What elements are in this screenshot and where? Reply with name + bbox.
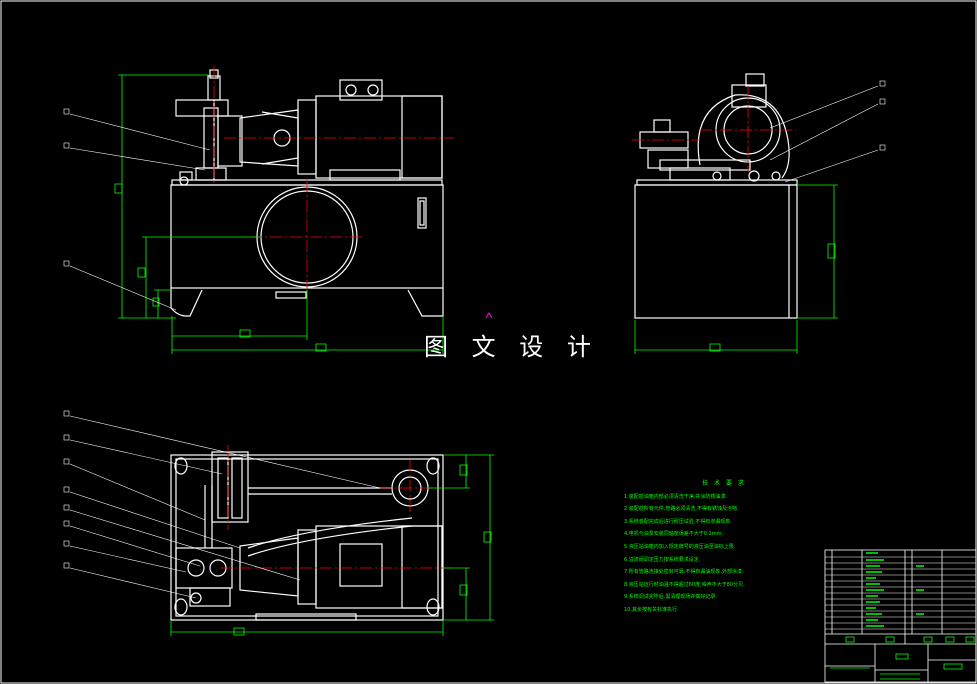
front-leaders [63,108,211,311]
top-view [170,451,444,621]
note-line: 1.装配前油箱内部必须清洗干净,并涂防锈油漆. [624,493,727,500]
top-leaders [63,410,381,599]
front-pump [217,115,243,167]
note-line: 5.液压站油箱内加入规定牌号的液压油至油标上限. [624,543,736,550]
note-line: 4.电机与油泵安装同轴度误差不大于0.1mm. [624,531,724,538]
note-line: 6.溢流阀调定压力按系统要求设定. [624,556,701,563]
title-block [824,549,977,683]
top-dimensions [170,454,494,636]
front-sight-glass [417,197,427,229]
watermark-text: 图 文 设 计 [424,333,599,361]
side-motor-shroud [697,94,790,179]
bom-rows [825,556,976,630]
note-line: 8.液压站运行时油温不得超过60度,噪声不大于80分贝. [624,581,745,588]
note-line: 9.系统调试完毕后,需清理现场并做好记录. [624,594,717,601]
note-line: 7.所有管路连接处密封可靠,不得有漏油现象,外部涂漆. [624,569,744,576]
technical-requirements-title: 技 术 要 求 [702,480,746,487]
front-drain [275,291,307,299]
side-view [634,73,798,319]
bom-entries [866,552,924,627]
front-right-foot [407,288,444,317]
front-left-foot [170,288,203,317]
side-centerlines [632,86,796,172]
side-tank [634,184,798,319]
technical-requirements: 技 术 要 求 1.装配前油箱内部必须清洗干净,并涂防锈油漆. 2.装配前所有元… [624,478,824,617]
front-dimensions [114,74,444,354]
title-block-fields [830,636,975,680]
front-valve-stack [175,99,229,117]
front-motor-junction [339,79,383,101]
origin-marker [485,312,493,319]
front-motor-body [315,95,443,179]
top-centerlines [220,445,454,569]
top-motor [315,525,443,609]
side-dimensions [634,184,838,354]
front-centerlines [213,66,454,300]
note-line: 10.其余按有关标准执行. [624,606,679,613]
front-view [170,69,444,317]
note-line: 2.装配前所有元件,管路必须清洗,不得有锈蚀及污物. [624,506,739,513]
side-leaders [769,80,886,183]
top-valve-group [211,451,249,523]
note-line: 3.系统装配完成后进行耐压试验,不得有渗漏现象. [624,518,732,525]
